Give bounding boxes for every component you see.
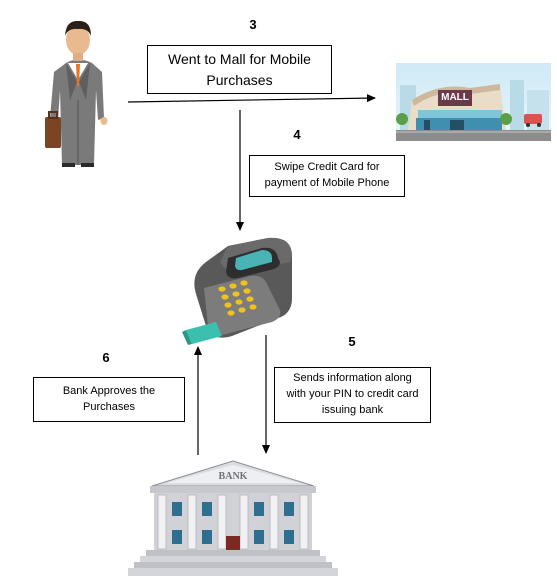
step-4-box: Swipe Credit Card for payment of Mobile … xyxy=(249,155,405,197)
bank-icon xyxy=(128,460,338,576)
card-terminal-icon xyxy=(182,237,292,345)
mall-icon xyxy=(396,63,551,141)
mall-sign: MALL xyxy=(441,92,469,103)
step-4-number: 4 xyxy=(293,127,301,142)
step-5-box: Sends information along with your PIN to… xyxy=(274,367,431,423)
step-5-number: 5 xyxy=(348,334,356,349)
arrow-to-mall xyxy=(127,94,376,103)
step-6-number: 6 xyxy=(102,350,110,365)
step-3-number: 3 xyxy=(249,17,257,32)
businessman-icon xyxy=(45,20,108,167)
step-3-box: Went to Mall for Mobile Purchases xyxy=(147,45,332,94)
step-6-box: Bank Approves the Purchases xyxy=(33,377,185,422)
bank-sign: BANK xyxy=(218,471,248,482)
